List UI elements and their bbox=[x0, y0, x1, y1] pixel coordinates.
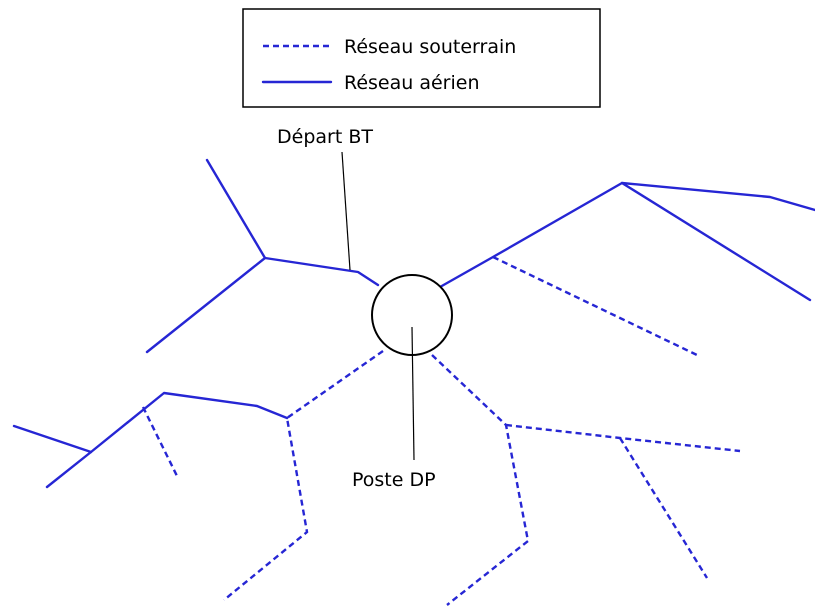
overhead-line-northwest bbox=[205, 158, 267, 260]
substation-label: Poste DP bbox=[352, 469, 436, 491]
underground-line-west-branch bbox=[141, 406, 180, 479]
feeder-leader-line bbox=[341, 151, 351, 271]
underground-line-southwest bbox=[223, 350, 384, 601]
overhead-network bbox=[12, 158, 815, 489]
underground-line-southeast bbox=[505, 423, 741, 453]
overhead-line-far-west bbox=[12, 424, 93, 454]
overhead-line-west bbox=[145, 256, 380, 354]
overhead-line-east bbox=[620, 181, 812, 302]
underground-network bbox=[141, 255, 741, 606]
substation-leader-line bbox=[411, 326, 415, 461]
underground-line-south bbox=[431, 354, 530, 606]
underground-line-northeast bbox=[492, 255, 698, 357]
legend-overhead-label: Réseau aérien bbox=[344, 72, 480, 94]
legend-underground-label: Réseau souterrain bbox=[344, 36, 516, 58]
feeder-label: Départ BT bbox=[277, 126, 373, 148]
underground-line-southeast-branch bbox=[618, 437, 709, 579]
overhead-line-southwest bbox=[45, 391, 289, 489]
legend-box bbox=[242, 8, 601, 108]
overhead-line-northeast bbox=[438, 181, 815, 289]
legend: Réseau souterrain Réseau aérien bbox=[242, 8, 601, 108]
